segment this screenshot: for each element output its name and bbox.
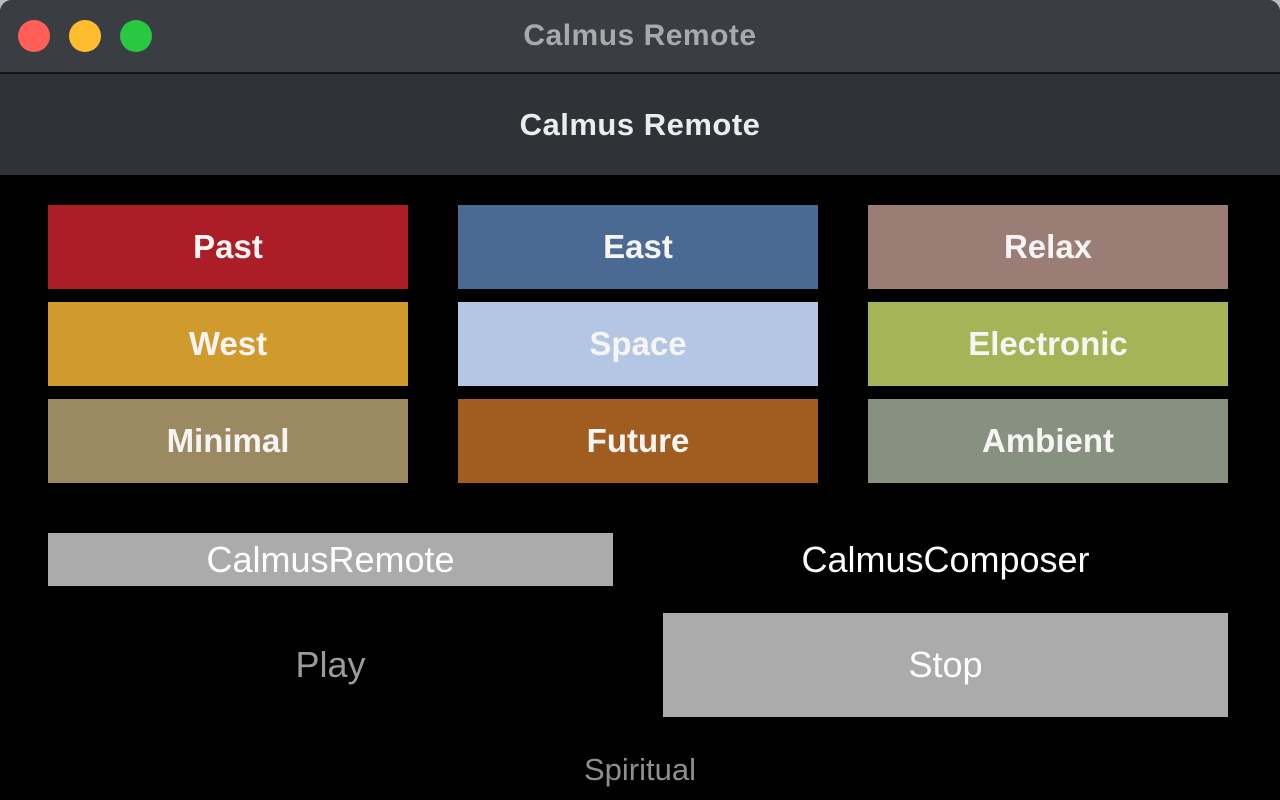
target-calmus-composer-button[interactable]: CalmusComposer bbox=[663, 533, 1228, 586]
mood-button-future[interactable]: Future bbox=[458, 399, 818, 483]
mood-button-west[interactable]: West bbox=[48, 302, 408, 386]
traffic-lights bbox=[18, 20, 152, 52]
app-header: Calmus Remote bbox=[0, 74, 1280, 175]
zoom-button[interactable] bbox=[120, 20, 152, 52]
page-title: Calmus Remote bbox=[519, 106, 761, 142]
mood-grid: Past East Relax West Space Electronic Mi… bbox=[48, 205, 1228, 483]
mood-button-past[interactable]: Past bbox=[48, 205, 408, 289]
titlebar: Calmus Remote bbox=[0, 0, 1280, 74]
target-calmus-remote-button[interactable]: CalmusRemote bbox=[48, 533, 613, 586]
stop-button[interactable]: Stop bbox=[663, 613, 1228, 717]
mood-button-electronic[interactable]: Electronic bbox=[868, 302, 1228, 386]
current-mood-label: Spiritual bbox=[584, 752, 696, 787]
mood-button-space[interactable]: Space bbox=[458, 302, 818, 386]
mood-button-east[interactable]: East bbox=[458, 205, 818, 289]
play-button[interactable]: Play bbox=[48, 613, 613, 717]
mood-button-minimal[interactable]: Minimal bbox=[48, 399, 408, 483]
close-button[interactable] bbox=[18, 20, 50, 52]
minimize-button[interactable] bbox=[69, 20, 101, 52]
window-title: Calmus Remote bbox=[523, 19, 757, 52]
mood-button-relax[interactable]: Relax bbox=[868, 205, 1228, 289]
mood-button-ambient[interactable]: Ambient bbox=[868, 399, 1228, 483]
